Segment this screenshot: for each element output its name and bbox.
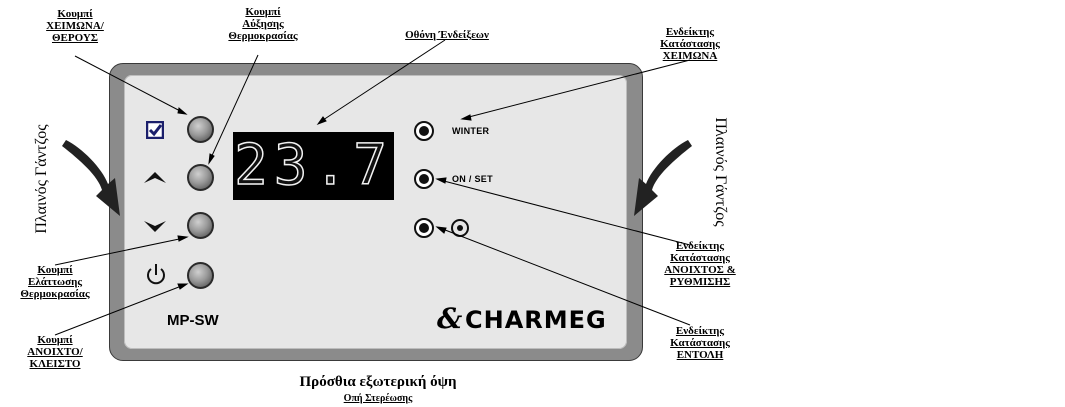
callout-winter-indicator: Ενδείκτης Κατάστασης ΧΕΙΜΩΝΑ	[660, 26, 720, 62]
brand-logo-icon: &	[437, 302, 463, 335]
callout-power-button: Κουμπί ΑΝΟΙΧΤΟ/ ΚΛΕΙΣΤΟ	[27, 334, 83, 370]
brand-logo: CHARMEG	[465, 306, 607, 334]
callout-season-button: Κουμπί ΧΕΙΜΩΝΑ/ ΘΕΡΟΥΣ	[46, 8, 104, 44]
winter-label: WINTER	[452, 126, 490, 136]
onset-label: ON / SET	[452, 174, 493, 184]
display-value: 23.7	[233, 132, 393, 199]
temperature-display: 23.7	[233, 132, 394, 200]
left-hook-arrow-icon	[60, 138, 122, 228]
callout-onset-indicator: Ενδείκτης Κατάστασης ΑΝΟΙΧΤΟΣ & ΡΥΘΜΙΣΗΣ	[664, 240, 736, 288]
caption-subtitle: Οπή Στερέωσης	[343, 393, 413, 404]
increase-temperature-button[interactable]	[187, 164, 214, 191]
power-button[interactable]	[187, 262, 214, 289]
command-indicator-led	[414, 218, 434, 238]
winter-indicator-led	[414, 121, 434, 141]
callout-command-indicator: Ενδείκτης Κατάστασης ΕΝΤΟΛΗ	[670, 325, 730, 361]
callout-decrease-button: Κουμπί Ελάττωσης Θερμοκρασίας	[20, 264, 90, 300]
chevron-up-icon	[143, 170, 167, 184]
right-hook-arrow-icon	[632, 138, 694, 228]
power-icon	[145, 263, 167, 287]
caption-title: Πρόσθια εξωτερική όψη	[299, 374, 457, 390]
onset-indicator-led	[414, 169, 434, 189]
decrease-temperature-button[interactable]	[187, 212, 214, 239]
checkbox-icon	[145, 120, 165, 140]
model-label: MP-SW	[167, 312, 219, 329]
callout-increase-button: Κουμπί Αύξησης Θερμοκρασίας	[228, 6, 298, 42]
season-toggle-button[interactable]	[187, 116, 214, 143]
chevron-down-icon	[143, 220, 167, 234]
callout-display: Οθόνη Ένδείξεων	[405, 29, 489, 41]
